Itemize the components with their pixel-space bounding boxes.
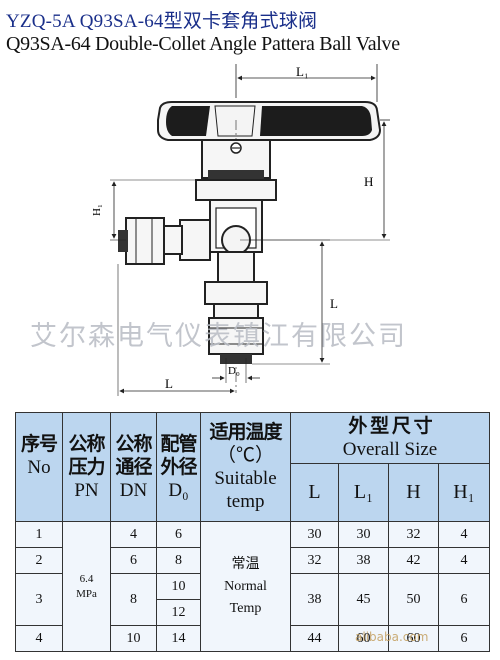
- cell-h: 42: [388, 547, 439, 574]
- cell-pn: 6.4 MPa: [62, 521, 111, 652]
- cell-d0: 6: [156, 521, 201, 548]
- dimension-h1: [110, 179, 196, 241]
- header-h: H: [388, 463, 439, 522]
- header-overall-size: 外 型 尺 寸 Overall Size: [290, 412, 490, 464]
- header-temp: 适用温度 （℃） Suitable temp: [200, 412, 291, 522]
- cell-no: 1: [15, 521, 63, 548]
- label-d0: D₀: [228, 365, 240, 377]
- label-l-horizontal: L: [165, 376, 173, 391]
- company-watermark: 艾尔森电气仪表镇江有限公司: [30, 321, 407, 352]
- cell-no: 3: [15, 573, 63, 626]
- cell-h: 50: [388, 573, 439, 626]
- cell-l: 32: [290, 547, 339, 574]
- cell-l: 38: [290, 573, 339, 626]
- cell-h1: 4: [438, 547, 490, 574]
- cell-d0: 14: [156, 625, 201, 652]
- header-no: 序号 No: [15, 412, 63, 522]
- spec-table: 序号 No 公称 压力 PN 公称 通径 DN 配管 外径 D₀ 适用温度: [15, 412, 490, 652]
- table-row: 2 6 8 32 38 42 4: [15, 547, 490, 574]
- header-pn: 公称 压力 PN: [62, 412, 111, 522]
- label-l-vertical: L: [330, 296, 338, 311]
- cell-dn: 10: [110, 625, 157, 652]
- dimension-l1: [235, 64, 378, 102]
- cell-no: 4: [15, 625, 63, 652]
- label-h1: H₁: [91, 204, 103, 216]
- valve-technical-drawing: L₁ H H₁ L D₀ L: [91, 64, 390, 396]
- dimension-l-vertical: [250, 239, 330, 365]
- alibaba-watermark: alibaba.com: [355, 630, 429, 644]
- label-h: H: [364, 174, 373, 189]
- cell-l: 44: [290, 625, 339, 652]
- cell-l1: 60: [338, 625, 389, 652]
- dimension-l-horizontal: [117, 264, 235, 396]
- cell-l1: 38: [338, 547, 389, 574]
- cell-h1: 6: [438, 573, 490, 626]
- cell-dn: 8: [110, 573, 157, 626]
- cell-l1: 45: [338, 573, 389, 626]
- page-title-chinese: YZQ-5A Q93SA-64型双卡套角式球阀: [6, 11, 318, 32]
- cell-h1: 4: [438, 521, 490, 548]
- cell-temp: 常温 Normal Temp: [200, 521, 291, 652]
- header-dn: 公称 通径 DN: [110, 412, 157, 522]
- dimension-d0: [212, 358, 260, 383]
- cell-h: 32: [388, 521, 439, 548]
- handle-lever: [157, 101, 382, 149]
- table-row: 1 6.4 MPa 4 6 常温 Normal Temp 30 30 32 4: [15, 521, 490, 652]
- cell-d0: 8: [156, 547, 201, 574]
- valve-body: [195, 139, 277, 364]
- cell-no: 2: [15, 547, 63, 574]
- cell-l1: 30: [338, 521, 389, 548]
- cell-dn: 6: [110, 547, 157, 574]
- cell-h1: 6: [438, 625, 490, 652]
- cell-d0: 12: [156, 599, 201, 626]
- cell-d0: 10: [156, 573, 201, 600]
- page-title-english: Q93SA-64 Double-Collet Angle Pattera Bal…: [6, 33, 400, 55]
- table-row: 4 10 14 44 60 60 6: [15, 625, 490, 652]
- label-l1: L₁: [296, 64, 308, 79]
- header-h1: H₁: [438, 463, 490, 522]
- cell-dn: 4: [110, 521, 157, 548]
- header-l1: L₁: [338, 463, 389, 522]
- cell-l: 30: [290, 521, 339, 548]
- side-outlet-fitting: [118, 217, 211, 265]
- header-l: L: [290, 463, 339, 522]
- header-d0: 配管 外径 D₀: [156, 412, 201, 522]
- cell-h: 60: [388, 625, 439, 652]
